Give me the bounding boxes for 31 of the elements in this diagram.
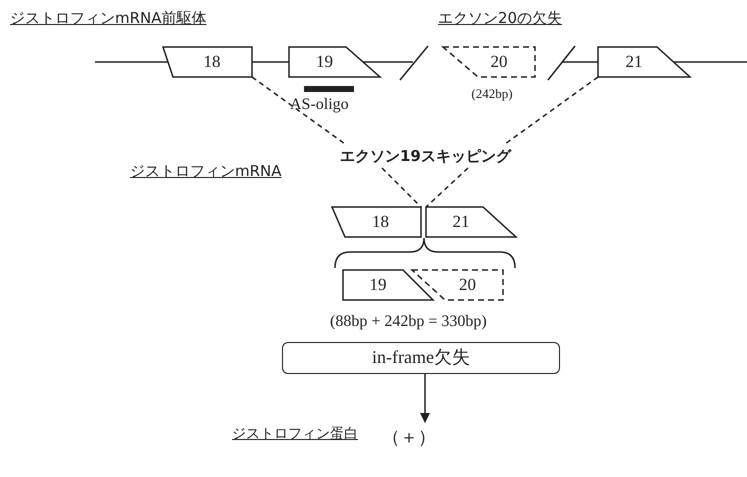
heading: ジストロフィンmRNA前駆体 (10, 9, 207, 28)
exon-number: 20 (490, 51, 508, 73)
exon-number: 19 (368, 274, 388, 296)
length-note: (88bp + 242bp = 330bp) (330, 313, 487, 331)
splice-line (381, 167, 422, 208)
result-sign: （＋） (382, 426, 436, 449)
heading: ジストロフィンmRNA (130, 162, 282, 181)
result-box: in-frame欠失 (282, 342, 560, 374)
exon-box (332, 207, 421, 237)
exon-number: 18 (371, 211, 390, 233)
splice-line (504, 76, 598, 145)
exon-box (289, 47, 380, 77)
exon-box (343, 270, 433, 300)
exon-number: 21 (624, 51, 644, 73)
step-label: エクソン19スキッピング (340, 144, 510, 168)
exon-box (598, 47, 690, 77)
exon-box (426, 207, 516, 237)
heading: エクソン20の欠失 (438, 9, 562, 28)
protein-label: ジストロフィン蛋白 (232, 425, 358, 443)
exon-number: 19 (315, 51, 334, 73)
exon-box (412, 270, 503, 300)
splice-line (252, 76, 346, 145)
exon-number: 18 (202, 51, 222, 73)
size-note: (242bp) (470, 86, 514, 103)
oligo-label: AS-oligo (290, 96, 349, 114)
exon-number: 21 (452, 211, 470, 233)
splice-line (425, 167, 469, 208)
arrow (420, 374, 430, 423)
exon-box (163, 47, 253, 77)
exon-number: 20 (458, 274, 477, 296)
exon-box (443, 47, 535, 77)
